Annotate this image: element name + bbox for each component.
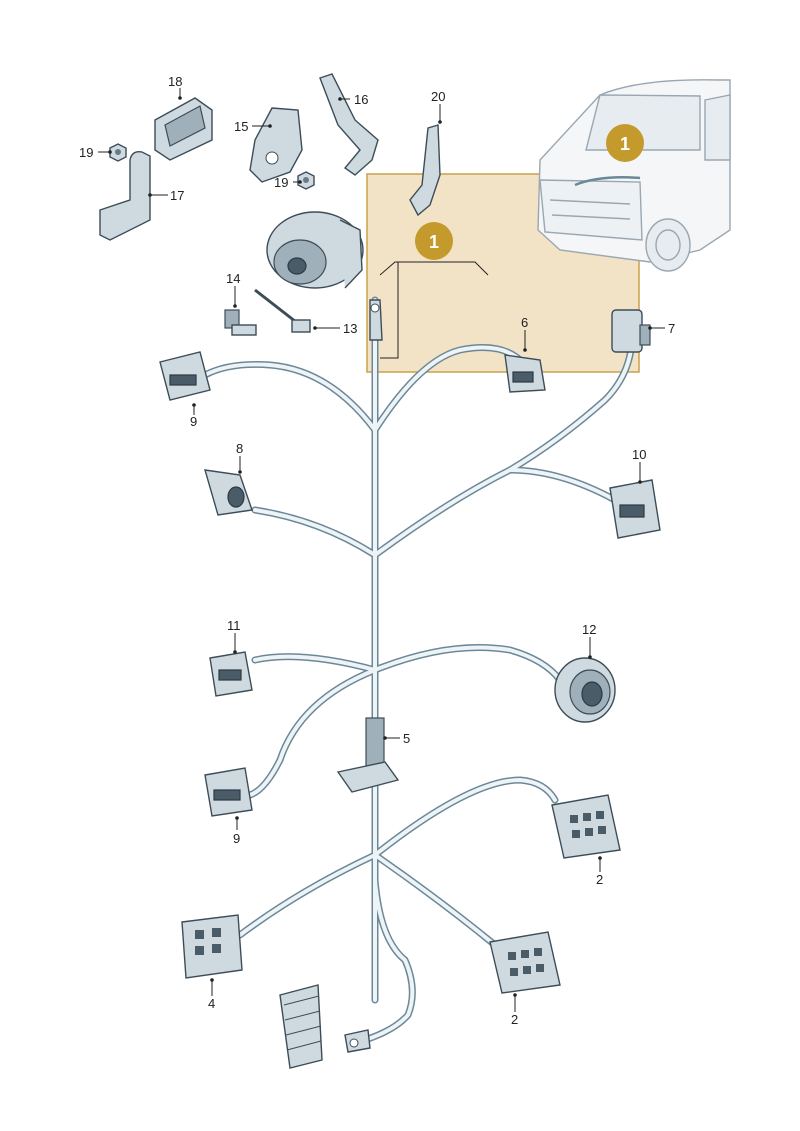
callout-17: 17 (170, 188, 184, 203)
callout-4: 4 (208, 996, 215, 1011)
part-2-connector-b (489, 931, 561, 994)
harness-wires (201, 296, 636, 1044)
callout-10: 10 (632, 447, 646, 462)
callout-19: 19 (79, 145, 93, 160)
part-17-bracket (99, 150, 151, 241)
callout-18: 18 (168, 74, 182, 89)
callout-9: 9 (190, 414, 197, 429)
part-9-connector-b (204, 767, 253, 817)
callout-2-b: 2 (511, 1012, 518, 1027)
callout-12: 12 (582, 622, 596, 637)
part-18-bracket-cover (154, 97, 213, 161)
callout-16: 16 (354, 92, 368, 107)
leader-lines (98, 88, 665, 1012)
alternator (266, 211, 364, 289)
callout-19-b: 19 (274, 175, 288, 190)
part-9-connector (159, 351, 211, 401)
vehicle-icon (537, 79, 731, 272)
part-13-cable-tie (254, 288, 311, 333)
part-6-connector (504, 354, 546, 393)
callout-11: 11 (227, 618, 241, 633)
part-5-sleeve (336, 717, 400, 793)
part-16-strap (319, 73, 379, 176)
part-19-nut (109, 143, 127, 162)
callout-20: 20 (431, 89, 445, 104)
part-14-clip (224, 309, 257, 336)
callout-2: 2 (596, 872, 603, 887)
part-20-bracket (409, 124, 441, 217)
callout-8: 8 (236, 441, 243, 456)
part-4-connector (181, 914, 243, 979)
part-2-connector (551, 794, 621, 859)
leader-dots (108, 96, 652, 997)
ring-terminal-bottom (344, 1029, 371, 1053)
callout-9-b: 9 (233, 831, 240, 846)
part-11-connector (209, 651, 253, 697)
callout-15: 15 (234, 119, 248, 134)
part-8-connector (204, 469, 253, 516)
badge-vehicle-label: 1 (620, 134, 630, 154)
badge-detail: 1 (415, 222, 453, 260)
badge-vehicle: 1 (606, 124, 644, 162)
part-10-connector (609, 479, 661, 539)
seal-strip (279, 984, 323, 1069)
part-12-round-connector (554, 657, 616, 723)
badge-detail-label: 1 (429, 232, 439, 252)
ring-terminal (369, 299, 383, 341)
callout-14: 14 (226, 271, 240, 286)
callout-13: 13 (343, 321, 357, 336)
callout-5: 5 (403, 731, 410, 746)
callout-7: 7 (668, 321, 675, 336)
callout-6: 6 (521, 315, 528, 330)
part-19-nut-b (297, 171, 315, 190)
part-7-sensor (611, 309, 651, 353)
detail-bracket (379, 261, 489, 359)
part-15-bracket (249, 107, 303, 183)
